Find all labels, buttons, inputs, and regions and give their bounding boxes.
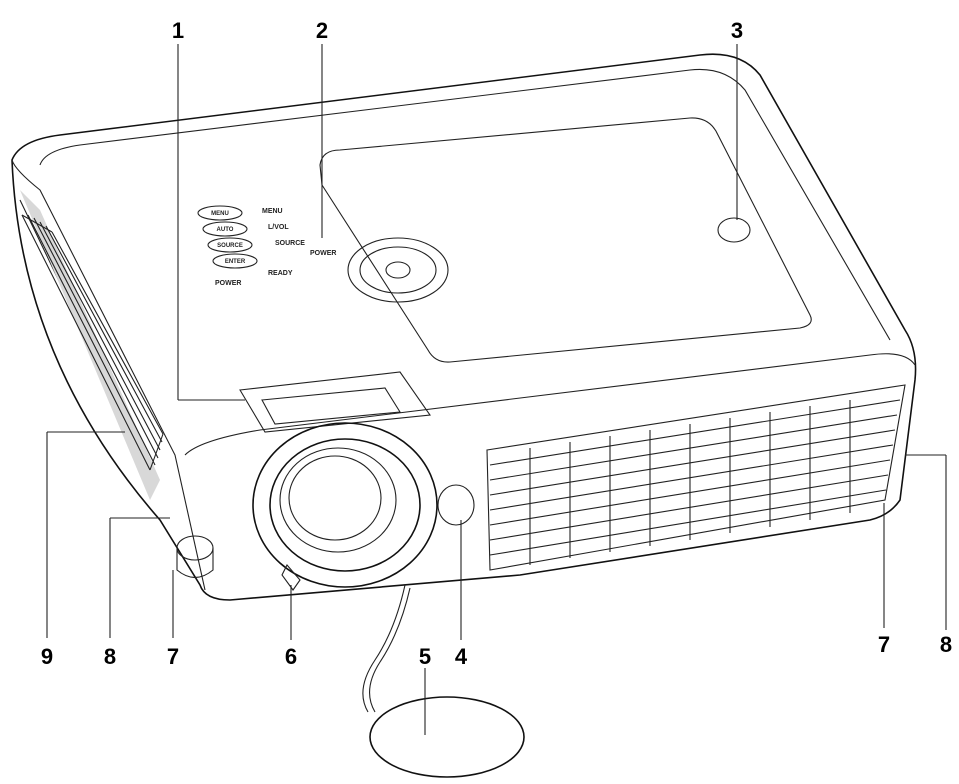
callout-8-right: 8 bbox=[940, 632, 952, 657]
left-vent bbox=[21, 214, 164, 471]
lens bbox=[252, 422, 438, 591]
button-label: SOURCE bbox=[217, 243, 243, 249]
callout-7-left: 7 bbox=[167, 644, 179, 669]
leader-lines bbox=[46, 44, 947, 735]
panel-label: SOURCE bbox=[275, 240, 305, 247]
panel-button[interactable] bbox=[197, 205, 243, 221]
button-label: AUTO bbox=[217, 227, 234, 233]
lens-cap bbox=[362, 584, 525, 778]
callout-1: 1 bbox=[172, 18, 184, 43]
callout-2: 2 bbox=[316, 18, 328, 43]
lamp-cover bbox=[319, 117, 812, 363]
panel-label: POWER bbox=[215, 280, 241, 287]
button-label: MENU bbox=[211, 211, 229, 217]
callout-5: 5 bbox=[419, 644, 431, 669]
panel-button[interactable] bbox=[207, 237, 253, 253]
panel-label: READY bbox=[268, 270, 293, 277]
panel-label: MENU bbox=[262, 208, 283, 215]
callout-6: 6 bbox=[285, 644, 297, 669]
zoom-ring bbox=[239, 371, 431, 433]
callout-7-right: 7 bbox=[878, 632, 890, 657]
panel-label: L/VOL bbox=[268, 224, 289, 231]
panel-button[interactable] bbox=[212, 253, 258, 269]
callout-3: 3 bbox=[731, 18, 743, 43]
panel-button[interactable] bbox=[202, 221, 248, 237]
elevator-foot bbox=[176, 535, 214, 579]
control-panel: MENU AUTO SOURCE ENTER MENU L/VOL SOURCE… bbox=[197, 205, 449, 303]
callout-4: 4 bbox=[455, 644, 468, 669]
callout-9: 9 bbox=[41, 644, 53, 669]
panel-label: POWER bbox=[310, 250, 336, 257]
callout-8-left: 8 bbox=[104, 644, 116, 669]
button-label: ENTER bbox=[225, 259, 246, 265]
ir-receiver-front bbox=[437, 484, 475, 526]
ir-receiver-top bbox=[717, 217, 751, 243]
front-vent bbox=[486, 384, 906, 571]
